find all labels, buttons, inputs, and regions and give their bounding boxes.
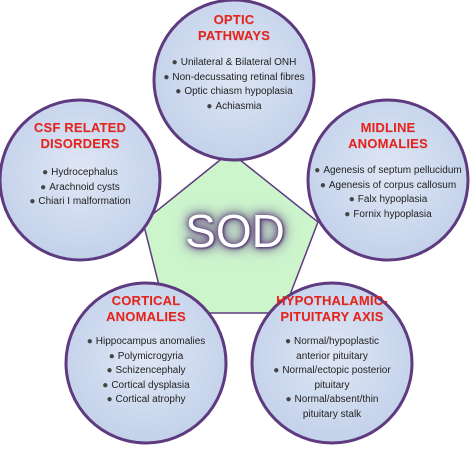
list-item-continuation: anterior pituitary (296, 350, 368, 362)
bullet-icon: ● (86, 336, 93, 347)
list-item: ●Achiasmia (146, 100, 322, 115)
list-item-text: Normal/hypoplastic (294, 336, 380, 347)
bullet-icon: ● (29, 196, 36, 207)
midline-anomalies-list: ●Agenesis of septum pellucidum ●Agenesis… (300, 164, 470, 222)
list-item-text: Falx hypoplasia (357, 194, 428, 205)
center-pentagon (142, 151, 319, 314)
cortical-anomalies-title: CORTICAL ANOMALIES (66, 293, 226, 325)
hypothalamic-pituitary-axis-title-line1: HYPOTHALAMIC- (276, 293, 388, 308)
list-item-text: Agenesis of septum pellucidum (323, 165, 462, 176)
bullet-icon: ● (108, 350, 115, 362)
list-item: ●Normal/ectopic posterior pituitary (252, 364, 412, 393)
list-item: ●Fornix hypoplasia (300, 208, 470, 223)
circle-csf-related-disorders (0, 98, 162, 262)
optic-pathways-list: ●Unilateral & Bilateral ONH ●Non-decussa… (146, 56, 322, 114)
list-item-text: Hippocampus anomalies (95, 336, 206, 347)
list-item-text: Non-decussating retinal fibres (172, 71, 305, 83)
bullet-icon: ● (206, 100, 213, 112)
list-item-text: Hydrocephalus (51, 167, 118, 178)
bullet-icon: ● (163, 71, 170, 83)
cortical-anomalies-title-line2: ANOMALIES (106, 309, 186, 324)
list-item-continuation: pituitary stalk (302, 408, 362, 420)
list-item-text: Agenesis of corpus callosum (328, 179, 457, 191)
bullet-icon: ● (40, 181, 47, 193)
list-item-text: Optic chiasm hypoplasia (184, 86, 293, 97)
cortical-anomalies-content: CORTICAL ANOMALIES ●Hippocampus anomalie… (66, 293, 226, 408)
list-item-text: Normal/absent/thin (294, 394, 379, 405)
list-item: ●Unilateral & Bilateral ONH (146, 56, 322, 71)
csf-related-disorders-title-line2: DISORDERS (40, 136, 120, 151)
csf-related-disorders-title: CSF RELATED DISORDERS (0, 120, 160, 152)
list-item-text: Schizencephaly (115, 365, 186, 376)
midline-anomalies-title-line1: MIDLINE (360, 120, 416, 135)
list-item: ●Optic chiasm hypoplasia (146, 85, 322, 100)
optic-pathways-content: OPTIC PATHWAYS ●Unilateral & Bilateral O… (146, 12, 322, 114)
csf-related-disorders-list: ●Hydrocephalus ●Arachnoid cysts ●Chiari … (0, 166, 160, 210)
list-item: ●Chiari I malformation (0, 195, 160, 210)
bullet-icon: ● (175, 86, 182, 97)
cortical-anomalies-list: ●Hippocampus anomalies ●Polymicrogyria ●… (66, 335, 226, 408)
list-item-text: Chiari I malformation (38, 196, 131, 207)
circle-cortical-anomalies (64, 281, 228, 445)
list-item-text: Fornix hypoplasia (353, 208, 432, 220)
csf-related-disorders-title-line1: CSF RELATED (33, 120, 127, 135)
list-item: ●Normal/absent/thin pituitary stalk (252, 393, 412, 422)
center-label-sod: SOD (185, 205, 285, 257)
list-item-text: Cortical atrophy (115, 394, 186, 405)
midline-anomalies-content: MIDLINE ANOMALIES ●Agenesis of septum pe… (300, 120, 470, 222)
list-item-text: Arachnoid cysts (49, 181, 120, 193)
list-item: ●Agenesis of corpus callosum (300, 179, 470, 194)
list-item-continuation: pituitary (314, 379, 350, 391)
list-item-text: Normal/ectopic posterior (282, 365, 391, 376)
circle-hypothalamic-pituitary-axis (250, 281, 414, 445)
bullet-icon: ● (106, 365, 113, 376)
list-item-text: Unilateral & Bilateral ONH (180, 57, 297, 68)
list-item: ●Normal/hypoplastic anterior pituitary (252, 335, 412, 364)
circle-midline-anomalies (306, 98, 470, 262)
circle-optic-pathways (152, 0, 316, 162)
bullet-icon: ● (284, 336, 291, 347)
hypothalamic-pituitary-axis-title-line2: PITUITARY AXIS (280, 309, 384, 324)
list-item: ●Cortical atrophy (66, 393, 226, 408)
list-item: ●Hippocampus anomalies (66, 335, 226, 350)
hypothalamic-pituitary-axis-content: HYPOTHALAMIC- PITUITARY AXIS ●Normal/hyp… (252, 293, 412, 422)
list-item-text: Cortical dysplasia (111, 379, 190, 391)
bullet-icon: ● (106, 394, 113, 405)
list-item: ●Hydrocephalus (0, 166, 160, 181)
bullet-icon: ● (319, 179, 326, 191)
cortical-anomalies-title-line1: CORTICAL (111, 293, 181, 308)
list-item: ●Arachnoid cysts (0, 181, 160, 196)
bullet-icon: ● (42, 167, 49, 178)
hypothalamic-pituitary-axis-title: HYPOTHALAMIC- PITUITARY AXIS (252, 293, 412, 325)
bullet-icon: ● (314, 165, 321, 176)
midline-anomalies-title-line2: ANOMALIES (348, 136, 428, 151)
midline-anomalies-title: MIDLINE ANOMALIES (300, 120, 470, 152)
optic-pathways-title-line2: PATHWAYS (197, 28, 271, 43)
list-item: ●Cortical dysplasia (66, 379, 226, 394)
list-item: ●Falx hypoplasia (300, 193, 470, 208)
bullet-icon: ● (273, 365, 280, 376)
bullet-icon: ● (344, 208, 351, 220)
bullet-icon: ● (285, 394, 292, 405)
bullet-icon: ● (348, 194, 355, 205)
list-item: ●Non-decussating retinal fibres (146, 71, 322, 86)
optic-pathways-title: OPTIC PATHWAYS (146, 12, 322, 44)
csf-related-disorders-content: CSF RELATED DISORDERS ●Hydrocephalus ●Ar… (0, 120, 160, 210)
list-item: ●Polymicrogyria (66, 350, 226, 365)
list-item: ●Agenesis of septum pellucidum (300, 164, 470, 179)
list-item-text: Polymicrogyria (117, 350, 184, 362)
list-item-text: Achiasmia (215, 100, 262, 112)
bullet-icon: ● (171, 57, 178, 68)
optic-pathways-title-line1: OPTIC (213, 12, 255, 27)
bullet-icon: ● (102, 379, 109, 391)
list-item: ●Schizencephaly (66, 364, 226, 379)
